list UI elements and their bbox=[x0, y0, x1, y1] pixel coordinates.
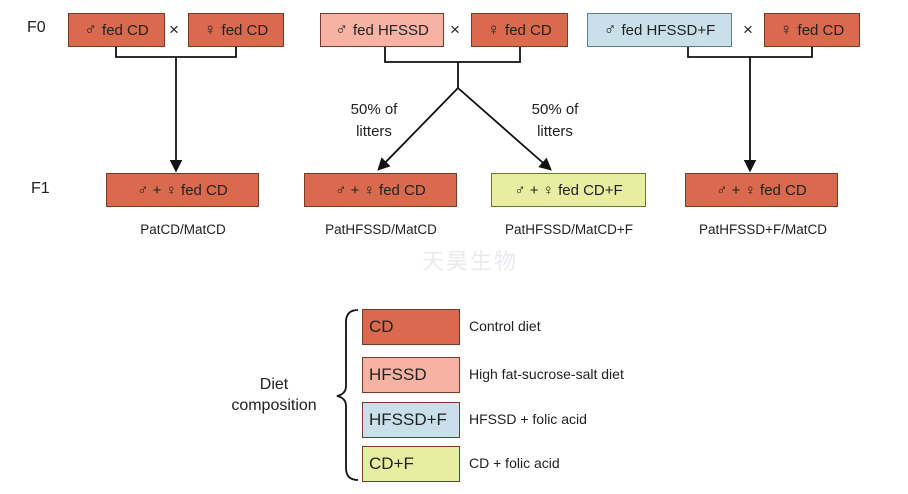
f1-offspring-box: ♂ + ♀ fed CD bbox=[685, 173, 838, 207]
legend-title: Diet composition bbox=[231, 376, 317, 414]
female-symbol-icon: ♀ bbox=[203, 20, 217, 39]
f1-offspring-box: ♂ + ♀ fed CD bbox=[106, 173, 259, 207]
middle-left-arrow bbox=[377, 87, 459, 171]
f0-male-label: fed HFSSD bbox=[352, 21, 429, 39]
f0-female-cd-box: ♀ fed CD bbox=[764, 13, 860, 47]
f1-group-caption: PatCD/MatCD bbox=[140, 222, 226, 237]
cross-symbol: × bbox=[450, 20, 460, 39]
legend-description: CD + folic acid bbox=[469, 455, 560, 471]
left-cross-bracket bbox=[115, 47, 237, 58]
cross-symbol: × bbox=[743, 20, 753, 39]
f0-female-cd-box: ♀ fed CD bbox=[471, 13, 568, 47]
f1-group-caption: PatHFSSD/MatCD+F bbox=[505, 222, 633, 237]
female-symbol-icon: ♀ bbox=[779, 20, 793, 39]
f1-group-caption: PatHFSSD+F/MatCD bbox=[699, 222, 827, 237]
legend-description: High fat-sucrose-salt diet bbox=[469, 366, 624, 382]
legend-description: Control diet bbox=[469, 318, 541, 334]
legend-description: HFSSD + folic acid bbox=[469, 411, 587, 427]
legend-swatch-hfssdf: HFSSD+F bbox=[362, 402, 460, 438]
middle-cross-bracket bbox=[384, 47, 521, 63]
f0-female-label: fed CD bbox=[221, 21, 269, 39]
f0-male-label: fed HFSSD+F bbox=[621, 21, 716, 39]
male-symbol-icon: ♂ bbox=[84, 20, 98, 39]
right-cross-bracket bbox=[687, 47, 813, 58]
f1-offspring-box: ♂ + ♀ fed CD bbox=[304, 173, 457, 207]
f0-female-label: fed CD bbox=[505, 21, 552, 39]
watermark: 天昊生物 bbox=[422, 249, 519, 274]
f0-male-hfssd-box: ♂ fed HFSSD bbox=[320, 13, 444, 47]
f0-male-label: fed CD bbox=[102, 21, 149, 39]
litters-label-left: 50% of litters bbox=[350, 101, 398, 140]
legend-swatch-cdf: CD+F bbox=[362, 446, 460, 482]
f0-female-label: fed CD bbox=[797, 21, 845, 39]
female-symbol-icon: ♀ bbox=[487, 20, 501, 39]
f1-group-caption: PatHFSSD/MatCD bbox=[325, 222, 437, 237]
cross-symbol: × bbox=[169, 20, 179, 39]
f0-male-cd-box: ♂ fed CD bbox=[68, 13, 165, 47]
f0-label: F0 bbox=[27, 19, 46, 36]
f0-male-hfssdf-box: ♂ fed HFSSD+F bbox=[587, 13, 732, 47]
f0-female-cd-box: ♀ fed CD bbox=[188, 13, 284, 47]
legend-brace bbox=[336, 309, 359, 481]
legend-swatch-hfssd: HFSSD bbox=[362, 357, 460, 393]
f1-offspring-box: ♂ + ♀ fed CD+F bbox=[491, 173, 646, 207]
male-symbol-icon: ♂ bbox=[603, 20, 617, 39]
f1-label: F1 bbox=[31, 180, 50, 197]
legend-swatch-cd: CD bbox=[362, 309, 460, 345]
litters-label-right: 50% of litters bbox=[531, 101, 579, 140]
male-symbol-icon: ♂ bbox=[335, 20, 348, 39]
middle-right-arrow bbox=[457, 87, 552, 171]
